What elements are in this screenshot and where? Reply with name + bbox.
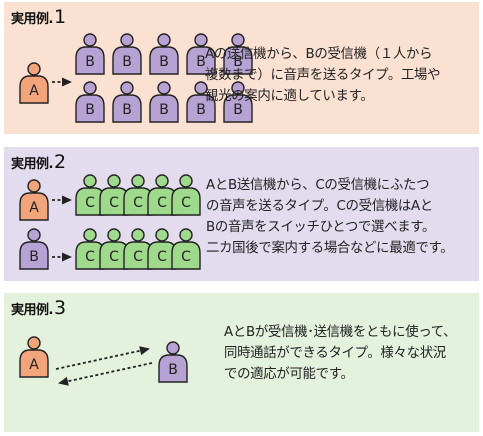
receiver-person-icon: C — [171, 174, 201, 216]
person-a-icon: A — [19, 336, 49, 378]
person-letter: C — [181, 195, 191, 211]
receiver-person-icon: C — [123, 228, 153, 270]
person-letter: A — [29, 200, 39, 216]
person-letter: C — [181, 249, 191, 265]
arrow-a-to-b-icon — [55, 346, 150, 370]
person-b-icon: B — [158, 341, 188, 383]
person-letter: B — [196, 54, 206, 70]
person-letter: B — [159, 102, 169, 118]
example-1-diagram: A B B B B B B B B B B — [19, 33, 253, 123]
receiver-person-icon: B — [223, 81, 253, 123]
sender-a-icon: A — [19, 179, 49, 221]
arrow-icon — [52, 77, 72, 87]
receiver-person-icon: B — [186, 33, 216, 75]
person-letter: C — [133, 249, 143, 265]
example-1-description: Aの送信機から、Bの受信機（１人から 複数まで）に音声を送るタイプ。工場や 観光… — [205, 47, 441, 104]
receiver-person-icon: B — [223, 33, 253, 75]
arrow-b-to-a-icon — [58, 362, 153, 386]
example-3-title: 実用例.3 — [11, 297, 66, 319]
person-letter: C — [133, 195, 143, 211]
person-letter: C — [109, 249, 119, 265]
person-letter: B — [29, 249, 39, 265]
person-letter: B — [196, 102, 206, 118]
person-letter: B — [85, 54, 95, 70]
person-letter: B — [233, 54, 243, 70]
example-3-panel: 実用例.3 A B AとBが受信機･送信機をともに使って、 同時通話ができるタイ… — [4, 293, 479, 432]
person-letter: C — [85, 195, 95, 211]
example-1-title: 実用例.1 — [11, 6, 66, 28]
receiver-person-icon: B — [75, 81, 105, 123]
arrow-icon — [52, 195, 72, 205]
person-letter: B — [233, 102, 243, 118]
person-letter: B — [85, 102, 95, 118]
person-letter: C — [157, 249, 167, 265]
example-2-description: AとB送信機から、Cの受信機にふたつ の音声を送るタイプ。Cの受信機はAと Bの… — [206, 178, 454, 256]
receiver-person-icon: C — [99, 228, 129, 270]
person-letter: A — [29, 83, 39, 99]
person-letter: B — [159, 54, 169, 70]
receiver-group-icon: B B B B B B B B B B — [75, 33, 253, 123]
person-letter: C — [109, 195, 119, 211]
receiver-person-icon: B — [112, 81, 142, 123]
receiver-person-icon: C — [75, 228, 105, 270]
sender-a-icon: A — [19, 62, 49, 104]
person-letter: C — [85, 249, 95, 265]
example-2-title: 実用例.2 — [11, 151, 66, 173]
example-3-diagram: A B — [19, 336, 188, 386]
receiver-person-icon: B — [186, 81, 216, 123]
receiver-person-icon: B — [149, 33, 179, 75]
receiver-person-icon: B — [149, 81, 179, 123]
example-1-panel: 実用例.1 A B B B B B B B B B B Aの送信機から、Bの受信機（１人から 複数… — [4, 2, 479, 134]
person-letter: B — [122, 54, 132, 70]
receiver-person-icon: C — [171, 228, 201, 270]
receiver-person-icon: C — [99, 174, 129, 216]
receiver-person-icon: C — [75, 174, 105, 216]
receiver-person-icon: B — [75, 33, 105, 75]
person-letter: A — [29, 357, 39, 373]
receiver-person-icon: B — [112, 33, 142, 75]
sender-b-icon: B — [19, 228, 49, 270]
person-letter: B — [122, 102, 132, 118]
arrow-icon — [52, 252, 72, 262]
example-3-description: AとBが受信機･送信機をともに使って、 同時通話ができるタイプ。様々な状況 での… — [224, 325, 457, 382]
person-letter: B — [168, 362, 178, 378]
person-letter: C — [157, 195, 167, 211]
